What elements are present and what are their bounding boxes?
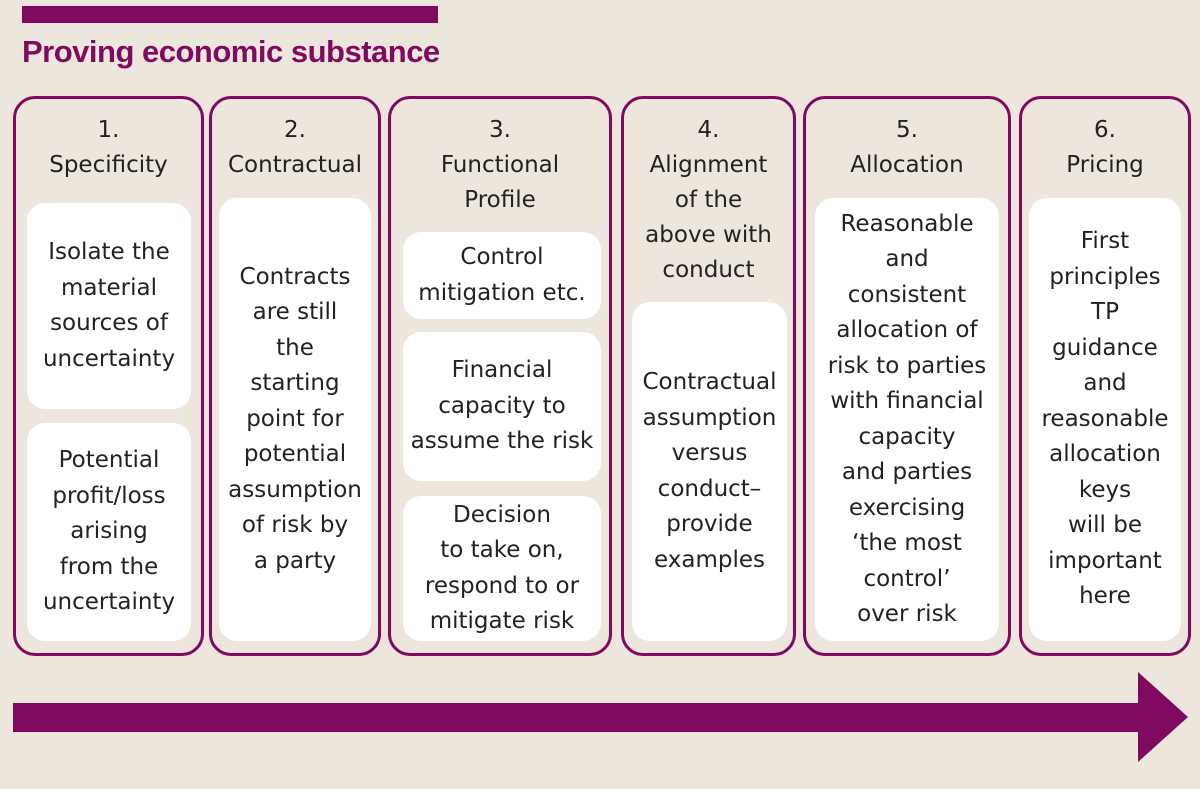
box-financial-capacity: Financial capacity to assume the risk (403, 332, 601, 481)
column-header: 3. Functional Profile (440, 117, 560, 213)
box-contracts: Contracts are still the starting point f… (219, 198, 371, 641)
progress-arrow-shaft (13, 703, 1143, 732)
column-pricing: 6. Pricing (1019, 96, 1191, 656)
column-header: 1. Specificity (49, 117, 168, 178)
column-header: 4. Alignment of the above with conduct (645, 117, 772, 283)
title-accent-bar (22, 6, 438, 23)
column-allocation: 5. Allocation (803, 96, 1011, 656)
column-alignment: 4. Alignment of the above with conduct (621, 96, 796, 656)
box-control-mitigation: Control mitigation etc. (403, 232, 601, 319)
box-decision: Decision to take on, respond to or mitig… (403, 496, 601, 641)
column-specificity: 1. Specificity (13, 96, 204, 656)
column-header: 6. Pricing (1066, 117, 1144, 178)
box-reasonable-allocation: Reasonable and consistent allocation of … (815, 198, 999, 641)
column-header: 5. Allocation (850, 117, 964, 178)
arrow-right-icon (1138, 672, 1188, 762)
box-isolate-uncertainty: Isolate the material sources of uncertai… (27, 203, 191, 409)
page-title: Proving economic substance (22, 34, 440, 69)
box-first-principles: First principles TP guidance and reasona… (1029, 198, 1181, 641)
column-functional-profile: 3. Functional Profile (388, 96, 612, 656)
box-contractual-vs-conduct: Contractual assumption versus conduct– p… (632, 302, 787, 641)
box-potential-profit-loss: Potential profit/loss arising from the u… (27, 423, 191, 641)
column-header: 2. Contractual (227, 117, 362, 178)
column-contractual: 2. Contractual (209, 96, 381, 656)
